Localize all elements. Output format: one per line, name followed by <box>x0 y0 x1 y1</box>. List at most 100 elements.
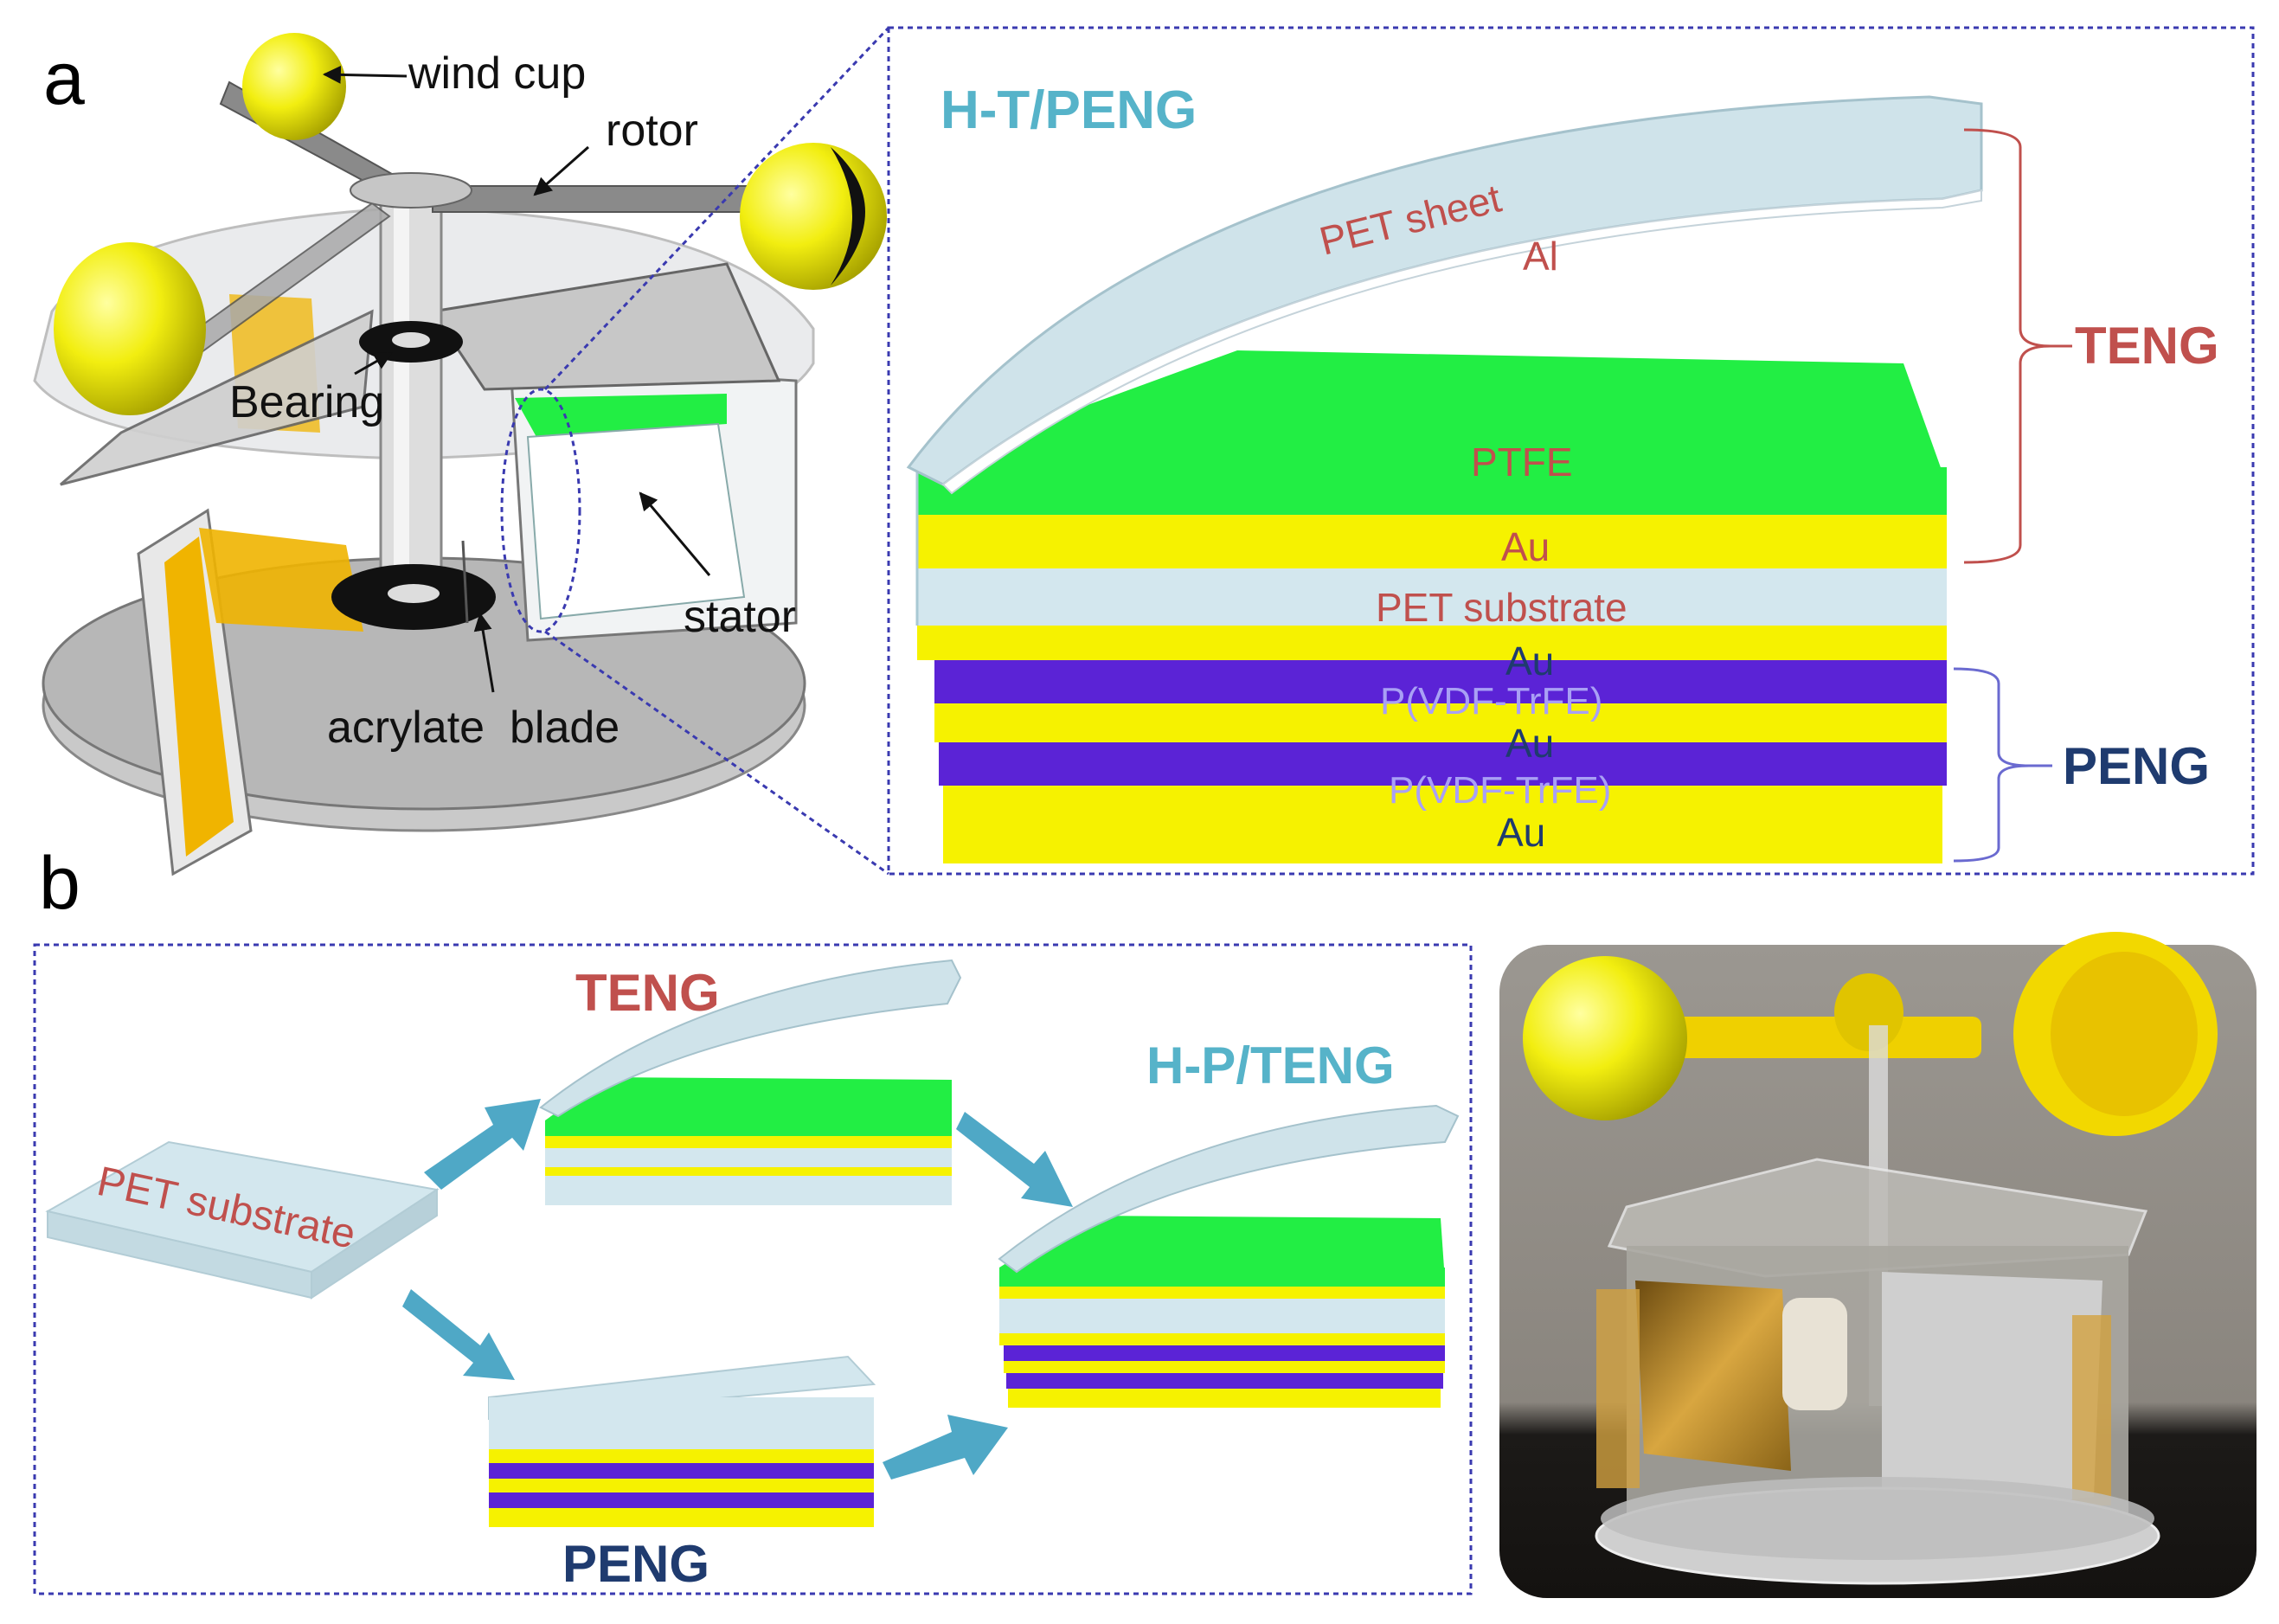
wind-cup-left <box>54 242 206 415</box>
peng-pvdf-2 <box>489 1492 874 1508</box>
layer-au-4 <box>943 786 1942 863</box>
detail-frame <box>887 26 2255 876</box>
au-4-label: Au <box>1497 810 1545 855</box>
hybrid-au-1 <box>999 1287 1445 1299</box>
pvdf-2-label: P(VDF-TrFE) <box>1389 769 1611 812</box>
hybrid-au-3 <box>1004 1361 1445 1373</box>
panel-b-frame <box>33 943 1473 1595</box>
photo-tape-left <box>1596 1289 1640 1488</box>
wind-cup-arrow <box>322 65 408 84</box>
stator-label: stator <box>684 592 796 642</box>
al-label: Al <box>1523 234 1558 279</box>
ptfe-label: PTFE <box>1471 440 1573 485</box>
zoom-line-bottom <box>544 630 889 876</box>
layer-au-2 <box>917 626 1947 660</box>
panel-b: b PET substrate TENG <box>33 842 2257 1598</box>
zoom-circle <box>500 388 581 633</box>
wind-cup-label: wind cup <box>408 48 586 99</box>
acrylate-arrow <box>473 612 495 693</box>
rotor-hub <box>350 172 472 209</box>
arrow-to-peng <box>402 1289 515 1380</box>
peng-pet <box>489 1397 874 1449</box>
peng-au-3 <box>489 1508 874 1527</box>
teng-pet <box>545 1148 952 1167</box>
pet-slab-side <box>311 1188 438 1300</box>
rotor-blade-left <box>60 309 374 486</box>
layer-pet-substrate <box>917 568 1947 626</box>
teng-label: TENG <box>575 964 720 1022</box>
rotor-arm-right <box>432 185 771 213</box>
arrow-teng-to-hybrid <box>956 1112 1073 1207</box>
layer-au-3 <box>934 703 1947 742</box>
peng-au-2 <box>489 1479 874 1492</box>
bearing-arrow <box>354 351 393 376</box>
detail-title: H-T/PENG <box>940 80 1197 140</box>
panel-a-letter: a <box>43 37 85 120</box>
photo-metal-panel <box>1882 1272 2102 1523</box>
teng-bracket-label: TENG <box>2075 317 2219 375</box>
rotor-arrow <box>533 145 589 196</box>
au-1-label: Au <box>1501 524 1550 569</box>
panel-b-letter: b <box>39 842 80 925</box>
hybrid-stack: H-P/TENG <box>998 1037 1460 1408</box>
layer-au-1 <box>917 515 1947 568</box>
teng-au-bottom <box>545 1167 952 1176</box>
hybrid-ptfe <box>999 1268 1445 1287</box>
wind-cup-top <box>242 33 346 140</box>
stator-gold-left-2 <box>199 528 363 632</box>
layer-pvdf-2 <box>939 742 1947 786</box>
arrow-to-teng <box>424 1099 541 1190</box>
peng-stack: PENG <box>488 1355 876 1593</box>
peng-bracket <box>1953 667 2030 863</box>
panel-a: a <box>33 26 2255 876</box>
teng-ptfe <box>545 1120 952 1136</box>
stator-white-right <box>526 422 746 620</box>
arrow-peng-to-hybrid <box>883 1415 1008 1480</box>
photo-cup-left <box>1523 956 1687 1120</box>
acrylate-blade-label: acrylate blade <box>327 703 620 753</box>
pet-substrate-label: PET substrate <box>1376 585 1627 630</box>
photo-gold-foil <box>1635 1281 1791 1471</box>
teng-stack: TENG <box>539 959 962 1205</box>
hybrid-pvdf-2 <box>1006 1373 1443 1389</box>
teng-pet-sheet <box>539 959 962 1118</box>
blade-indicator <box>461 540 469 624</box>
hybrid-pvdf-1 <box>1004 1345 1445 1361</box>
peng-bracket-label: PENG <box>2063 737 2210 795</box>
teng-pet-bottom <box>545 1176 952 1205</box>
peng-pvdf-1 <box>489 1463 874 1479</box>
au-2-label: Au <box>1505 639 1554 684</box>
al-layer <box>941 189 1982 495</box>
photo-cup-right-inner <box>2051 952 2198 1116</box>
au-3-label: Au <box>1505 721 1554 766</box>
hybrid-au-4 <box>1008 1389 1441 1408</box>
photo-base-top <box>1601 1477 2154 1560</box>
peng-label: PENG <box>562 1535 709 1593</box>
wind-cup-right-opening <box>831 147 865 286</box>
zoom-line-top <box>543 26 890 391</box>
peng-au-1 <box>489 1449 874 1463</box>
hybrid-pet-sheet <box>998 1104 1460 1274</box>
photo-tape-right <box>2072 1315 2111 1505</box>
layer-pvdf-1 <box>934 660 1947 703</box>
bearing-top-hole <box>392 332 430 348</box>
rotor-label: rotor <box>606 106 698 156</box>
teng-au <box>545 1136 952 1148</box>
layer-ptfe <box>917 467 1947 515</box>
ptfe-top-face <box>917 350 1947 485</box>
hybrid-label: H-P/TENG <box>1146 1037 1395 1094</box>
bearing-label: Bearing <box>229 377 384 427</box>
detail-box: H-T/PENG PET sheet Al PTFE Au PET substr… <box>887 26 2255 876</box>
photo-white-sheet <box>1782 1298 1847 1410</box>
stator-arrow <box>639 491 711 576</box>
shaft <box>379 197 443 607</box>
pvdf-1-label: P(VDF-TrFE) <box>1380 680 1602 722</box>
hybrid-au-2 <box>999 1333 1445 1345</box>
hybrid-top-face <box>999 1216 1445 1281</box>
shaft-highlight <box>394 199 409 606</box>
device-photo <box>1499 932 2257 1598</box>
bearing-bottom-hole <box>388 584 440 603</box>
hybrid-pet <box>999 1299 1445 1333</box>
pet-substrate-slab: PET substrate <box>45 1140 440 1300</box>
